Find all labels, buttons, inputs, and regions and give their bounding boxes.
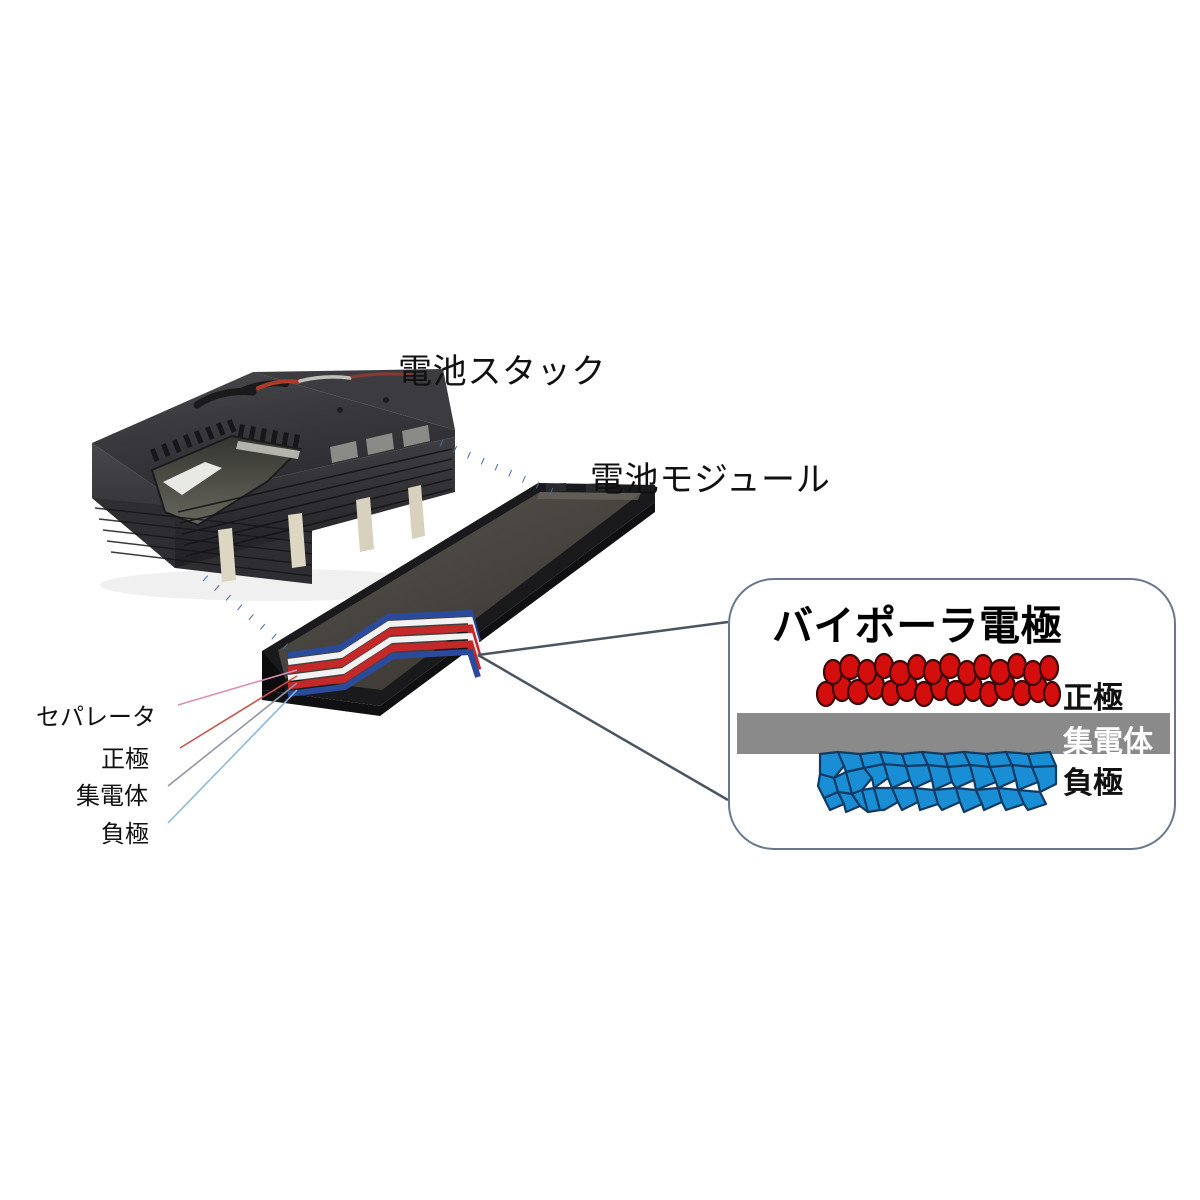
anode-label: 負極 <box>101 821 149 848</box>
leader-collector <box>167 682 298 787</box>
separator-label: セパレータ <box>36 704 156 731</box>
cathode-particle-layer <box>815 652 1062 708</box>
anode-particle-layer <box>816 750 1058 814</box>
collector-label: 集電体 <box>76 783 148 810</box>
battery-module-label: 電池モジュール <box>590 461 831 499</box>
callout-cathode-label: 正極 <box>1063 682 1123 715</box>
leader-separator <box>177 669 298 706</box>
callout-collector-label: 集電体 <box>1063 726 1153 759</box>
callout-title: バイポーラ電極 <box>772 603 1062 649</box>
current-collector-bar <box>737 713 1170 754</box>
cathode-label: 正極 <box>101 746 149 773</box>
battery-stack-label: 電池スタック <box>398 353 607 391</box>
callout-anode-label: 負極 <box>1063 767 1123 800</box>
leader-cathode <box>179 675 298 749</box>
leader-anode <box>167 689 298 824</box>
stripe-blue-bottom <box>287 648 481 697</box>
